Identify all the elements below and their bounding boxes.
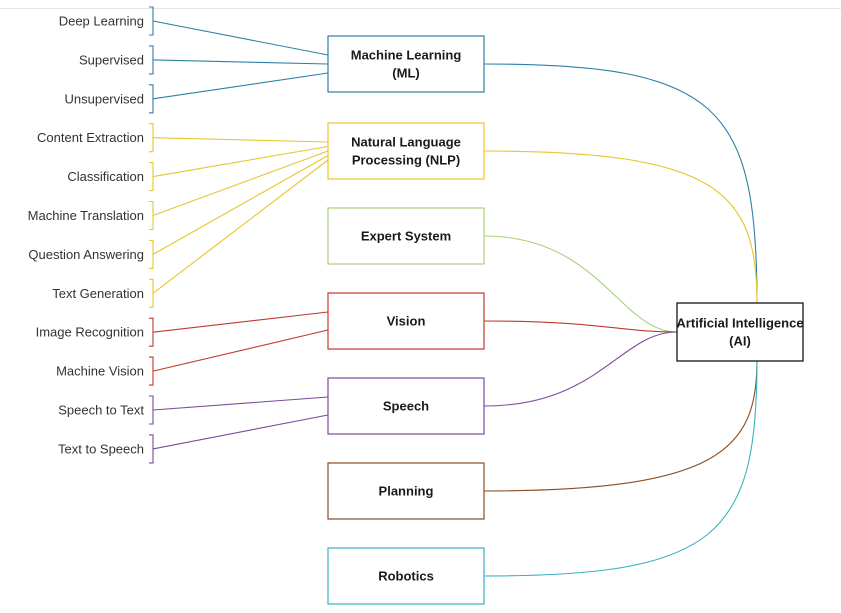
- leaf-deep-learning: Deep Learning: [59, 14, 144, 29]
- bracket-question-answering: [149, 239, 154, 269]
- node-speech-label: Speech: [383, 399, 429, 414]
- leaf-supervised: Supervised: [79, 52, 144, 67]
- bracket-text-to-speech: [149, 434, 154, 464]
- node-ml-label: (ML): [392, 66, 419, 81]
- leaf-question-answering: Question Answering: [28, 247, 144, 262]
- link-expert-to-ai: [483, 235, 678, 333]
- link-speech-to-ai: [483, 331, 678, 407]
- bracket-supervised: [149, 45, 154, 75]
- leaf-image-recognition: Image Recognition: [36, 325, 144, 340]
- connector-layer: [149, 6, 758, 577]
- node-vision-label: Vision: [387, 314, 426, 329]
- leaf-speech-to-text: Speech to Text: [58, 403, 144, 418]
- link-classification: [152, 145, 329, 178]
- node-ai: Artificial Intelligence (AI): [676, 302, 804, 362]
- bracket-text-generation: [149, 278, 154, 308]
- node-robotics-box: [327, 547, 485, 605]
- node-layer: Deep LearningSupervisedUnsupervisedMachi…: [28, 14, 804, 605]
- leaf-content-extraction: Content Extraction: [37, 130, 144, 145]
- bracket-content-extraction: [149, 123, 154, 153]
- node-ml-box: [327, 35, 485, 93]
- leaf-classification: Classification: [67, 169, 144, 184]
- node-ml: Machine Learning (ML): [327, 35, 485, 93]
- link-ml-to-ai: [483, 63, 758, 304]
- leaf-text-generation: Text Generation: [52, 286, 144, 301]
- leaf-machine-translation: Machine Translation: [28, 208, 144, 223]
- node-speech: Speech: [327, 377, 485, 435]
- bracket-deep-learning: [149, 6, 154, 36]
- link-supervised: [152, 59, 329, 65]
- link-robotics-to-ai: [483, 360, 758, 577]
- link-planning-to-ai: [483, 360, 758, 492]
- link-unsupervised: [152, 72, 329, 100]
- bracket-machine-vision: [149, 356, 154, 386]
- node-nlp-label: Natural Language: [351, 135, 461, 150]
- link-nlp-to-ai: [483, 150, 758, 304]
- node-robotics: Robotics: [327, 547, 485, 605]
- link-content-extraction: [152, 137, 329, 143]
- node-robotics-label: Robotics: [378, 569, 434, 584]
- node-planning-box: [327, 462, 485, 520]
- node-vision: Vision: [327, 292, 485, 350]
- link-text-to-speech: [152, 414, 329, 450]
- leaf-text-to-speech: Text to Speech: [58, 441, 144, 456]
- bracket-unsupervised: [149, 84, 154, 114]
- bracket-speech-to-text: [149, 395, 154, 425]
- node-expert-box: [327, 207, 485, 265]
- link-image-recognition: [152, 311, 329, 333]
- top-rule: [0, 8, 841, 9]
- node-planning-label: Planning: [379, 484, 434, 499]
- link-deep-learning: [152, 20, 329, 56]
- bracket-classification: [149, 162, 154, 192]
- node-expert: Expert System: [327, 207, 485, 265]
- leaf-unsupervised: Unsupervised: [65, 91, 145, 106]
- link-text-generation: [152, 159, 329, 294]
- node-speech-box: [327, 377, 485, 435]
- link-speech-to-text: [152, 396, 329, 411]
- node-nlp-label: Processing (NLP): [352, 153, 460, 168]
- link-machine-translation: [152, 150, 329, 217]
- link-machine-vision: [152, 329, 329, 372]
- node-vision-box: [327, 292, 485, 350]
- link-question-answering: [152, 155, 329, 255]
- node-planning: Planning: [327, 462, 485, 520]
- node-ai-label: (AI): [729, 334, 751, 349]
- bracket-machine-translation: [149, 200, 154, 231]
- node-ai-box: [676, 302, 804, 362]
- node-ai-label: Artificial Intelligence: [676, 316, 803, 331]
- bracket-image-recognition: [149, 317, 154, 347]
- node-expert-label: Expert System: [361, 229, 451, 244]
- link-vision-to-ai: [483, 320, 678, 333]
- node-nlp-box: [327, 122, 485, 180]
- node-ml-label: Machine Learning: [351, 48, 462, 63]
- leaf-machine-vision: Machine Vision: [56, 364, 144, 379]
